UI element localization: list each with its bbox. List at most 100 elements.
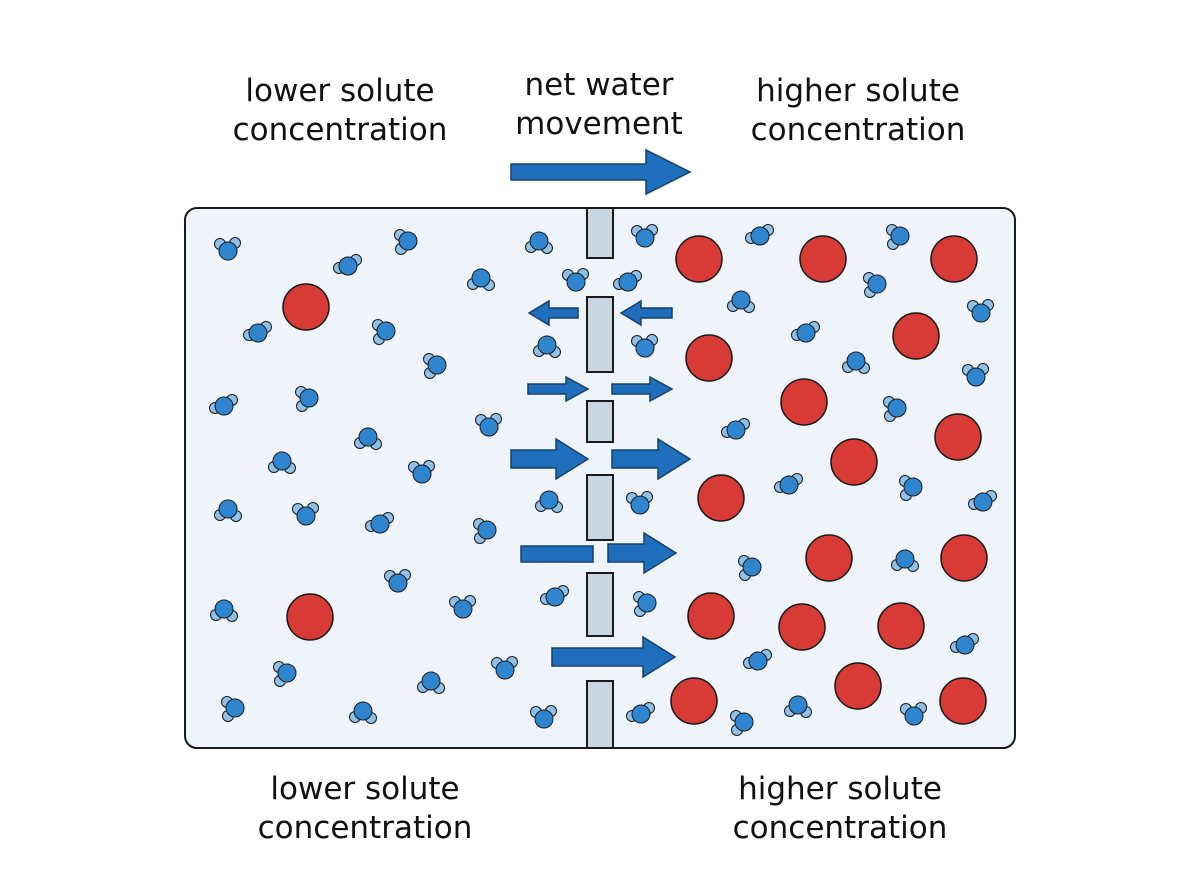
flow-arrow-left xyxy=(527,299,579,327)
water-molecule xyxy=(530,705,557,729)
membrane-segment xyxy=(586,474,614,541)
top-right-label: higher solute concentration xyxy=(688,72,1028,150)
solute-particle xyxy=(877,602,925,650)
water-molecule xyxy=(535,490,563,513)
membrane-segment xyxy=(586,207,614,259)
water-molecule xyxy=(631,224,658,248)
water-molecule xyxy=(365,512,394,534)
water-molecule xyxy=(243,321,272,343)
water-molecule xyxy=(475,413,502,437)
water-molecule xyxy=(491,656,518,680)
water-molecule xyxy=(791,321,820,343)
water-molecule xyxy=(417,671,445,694)
flow-arrow-shaft xyxy=(520,545,594,563)
membrane-segment xyxy=(586,680,614,749)
membrane-segment xyxy=(586,400,614,443)
solute-particle xyxy=(939,677,987,725)
water-molecule xyxy=(449,595,476,619)
water-molecule xyxy=(745,224,774,246)
water-molecule xyxy=(295,386,319,412)
solute-particle xyxy=(940,534,988,582)
top-left-label-line-2: concentration xyxy=(232,112,448,148)
water-molecule xyxy=(967,299,994,323)
solute-particles xyxy=(282,235,988,725)
water-molecule xyxy=(727,290,755,313)
top-right-label-line-2: concentration xyxy=(750,112,966,148)
water-flow-arrows xyxy=(510,148,692,679)
water-molecule xyxy=(968,490,997,512)
solute-particle xyxy=(930,235,978,283)
water-molecule xyxy=(784,695,812,718)
water-molecule xyxy=(738,555,762,581)
water-molecule xyxy=(774,473,803,495)
water-molecule xyxy=(273,661,297,687)
water-molecule xyxy=(899,475,923,501)
water-molecule xyxy=(540,585,569,607)
top-right-label-line-1: higher solute xyxy=(756,73,960,109)
flow-arrow-right xyxy=(611,375,674,403)
membrane-segment xyxy=(586,296,614,373)
water-molecule xyxy=(562,268,589,292)
water-molecule xyxy=(842,351,870,374)
water-molecule xyxy=(268,451,296,474)
solute-particle xyxy=(805,534,853,582)
solute-particle xyxy=(685,334,733,382)
water-molecule xyxy=(214,237,241,261)
water-molecule xyxy=(613,270,642,292)
water-molecule xyxy=(221,696,245,722)
water-molecule xyxy=(214,499,242,522)
flow-arrow-right xyxy=(551,635,677,679)
bottom-left-label-line-2: concentration xyxy=(257,810,473,846)
top-left-label-line-1: lower solute xyxy=(245,73,435,109)
flow-arrow-right xyxy=(527,375,590,403)
water-molecule xyxy=(394,229,418,255)
semipermeable-membrane xyxy=(586,207,614,749)
bottom-right-label-line-2: concentration xyxy=(732,810,948,846)
flow-arrow-right xyxy=(510,437,590,481)
solute-particle xyxy=(286,593,334,641)
water-molecule xyxy=(631,334,658,358)
water-molecule xyxy=(626,702,655,724)
net-water-movement-label-line-2: movement xyxy=(515,106,683,142)
water-molecule xyxy=(883,396,907,422)
net-water-movement-arrow xyxy=(510,148,692,196)
water-molecule xyxy=(900,702,927,726)
water-molecule xyxy=(354,427,382,450)
water-molecule xyxy=(210,599,238,622)
top-left-label: lower solute concentration xyxy=(170,72,510,150)
solute-particle xyxy=(778,603,826,651)
water-molecule xyxy=(209,394,238,416)
solute-particle xyxy=(834,662,882,710)
water-molecule xyxy=(730,710,754,736)
water-molecule xyxy=(950,633,979,655)
solute-particle xyxy=(670,677,718,725)
membrane-segment xyxy=(586,572,614,637)
water-molecule xyxy=(962,363,989,387)
water-molecule xyxy=(423,353,447,379)
water-molecule xyxy=(721,418,750,440)
solute-particle xyxy=(934,413,982,461)
flow-arrow-right xyxy=(607,531,678,575)
water-molecule xyxy=(372,319,396,345)
flow-arrow-left xyxy=(619,299,673,327)
net-water-movement-label: net water movement xyxy=(429,66,769,144)
net-water-movement-label-line-1: net water xyxy=(524,67,674,103)
water-molecule xyxy=(863,272,887,298)
water-molecule xyxy=(467,268,495,291)
solute-particle xyxy=(830,438,878,486)
solute-particle xyxy=(892,312,940,360)
bottom-right-label: higher solute concentration xyxy=(670,770,1010,848)
solute-particle xyxy=(780,378,828,426)
flow-arrow-right xyxy=(611,437,692,481)
solute-particle xyxy=(282,283,330,331)
water-molecule xyxy=(626,491,653,515)
water-molecule xyxy=(633,591,657,617)
solute-particle xyxy=(799,235,847,283)
solute-particle xyxy=(675,235,723,283)
solute-particle xyxy=(687,592,735,640)
bottom-left-label-line-1: lower solute xyxy=(270,771,460,807)
water-molecules xyxy=(209,224,997,736)
water-molecule xyxy=(886,224,910,250)
water-molecule xyxy=(292,502,319,526)
